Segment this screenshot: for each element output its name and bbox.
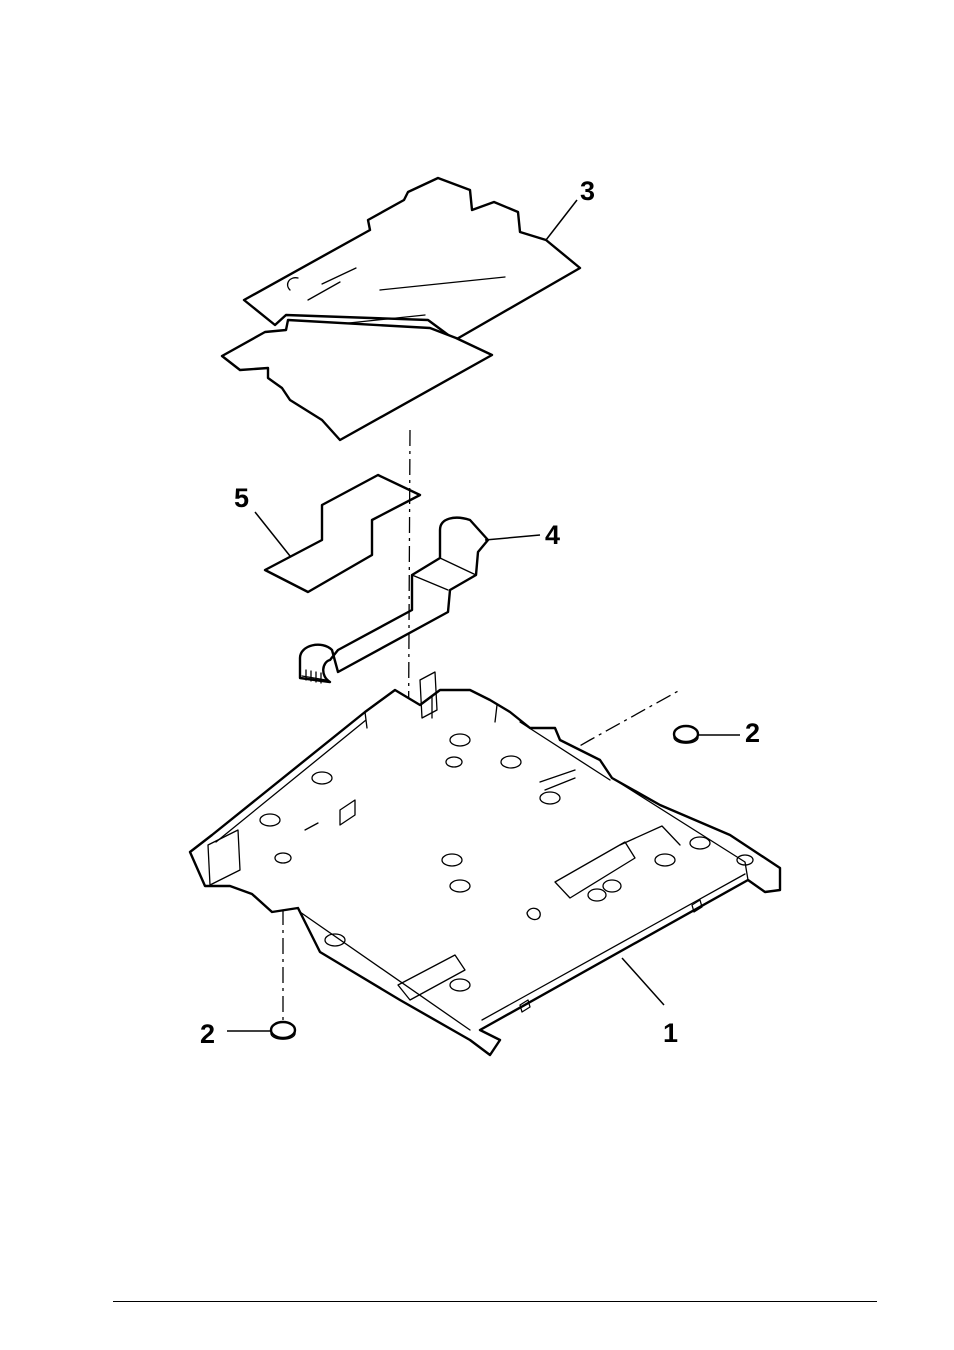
callout-part-5: 5 [234, 483, 249, 513]
part-2-foot-right [674, 726, 698, 743]
leader-part-3 [546, 200, 577, 240]
leader-part-4 [485, 535, 540, 540]
callout-part-3: 3 [580, 176, 595, 206]
callout-part-2-left: 2 [200, 1019, 215, 1049]
part-3-sheet [222, 178, 580, 440]
callout-part-4: 4 [545, 520, 560, 550]
footer-rule [113, 1301, 877, 1302]
callout-part-2-right: 2 [745, 718, 760, 748]
part-2-foot-left [271, 1022, 295, 1039]
leader-part-5 [255, 512, 290, 556]
callout-part-1: 1 [663, 1018, 678, 1048]
leader-part-1 [622, 958, 664, 1005]
part-5-pad [265, 475, 420, 592]
